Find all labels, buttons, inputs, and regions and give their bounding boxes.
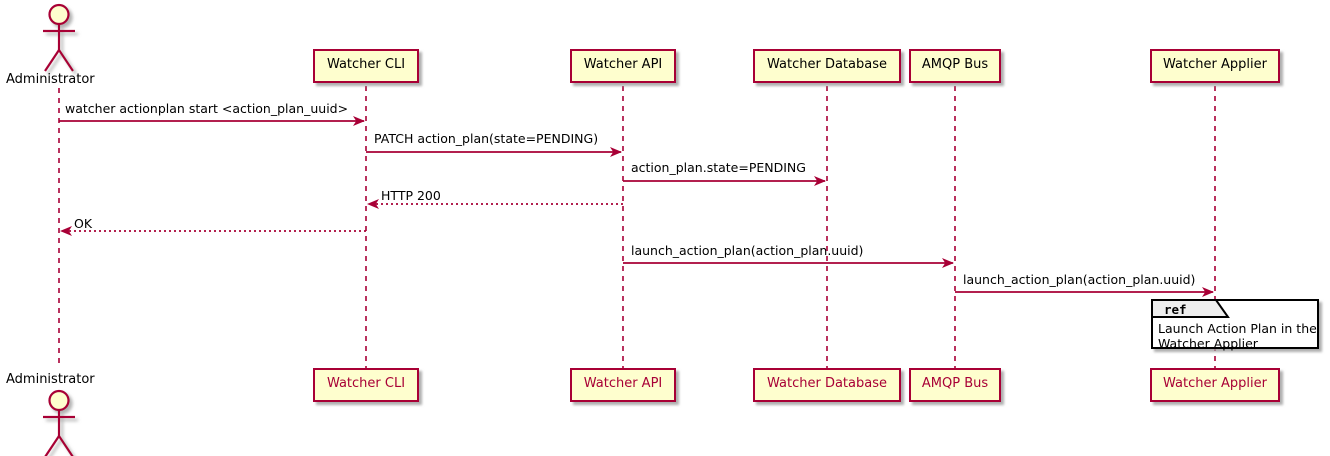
participant-box-watcher-applier-top[interactable] (1150, 49, 1280, 83)
participant-label-watcher-applier-bottom: Watcher Applier (1163, 376, 1267, 391)
participant-label-watcher-database-top: Watcher Database (767, 57, 887, 72)
message-label-3: action_plan.state=PENDING (631, 160, 806, 175)
participant-box-watcher-cli-top[interactable] (313, 49, 419, 83)
participant-label-amqp-bus-top: AMQP Bus (921, 57, 989, 72)
ref-fragment-body-line-1: Launch Action Plan in the (1158, 321, 1317, 336)
actor-figure-administrator-bottom (43, 389, 75, 456)
actor-label-administrator-bottom: Administrator (6, 372, 95, 387)
participant-boxes-group (313, 49, 1280, 402)
message-arrows-group (59, 116, 1214, 297)
participant-label-watcher-applier-top: Watcher Applier (1163, 57, 1267, 72)
actor-leg-right (58, 49, 74, 72)
message-label-4: HTTP 200 (381, 188, 441, 203)
message-label-2: PATCH action_plan(state=PENDING) (374, 131, 599, 146)
participant-label-watcher-api-top: Watcher API (583, 57, 663, 72)
ref-fragment-shape (1151, 299, 1319, 349)
actor-label-administrator-top: Administrator (6, 72, 95, 87)
participant-box-watcher-database-bottom[interactable] (753, 368, 901, 402)
actor-head-icon (48, 3, 70, 26)
participant-label-amqp-bus-bottom: AMQP Bus (921, 376, 989, 391)
actor-leg-left (44, 435, 60, 456)
participant-box-watcher-api-top[interactable] (570, 49, 676, 83)
actor-leg-right (58, 435, 74, 456)
participant-label-watcher-database-bottom: Watcher Database (767, 376, 887, 391)
participant-label-watcher-cli-top: Watcher CLI (326, 57, 406, 72)
actor-figure-administrator-top (43, 3, 75, 72)
participant-label-watcher-api-bottom: Watcher API (583, 376, 663, 391)
message-label-1: watcher actionplan start <action_plan_uu… (65, 101, 349, 116)
message-label-6: launch_action_plan(action_plan.uuid) (631, 243, 864, 258)
participant-box-watcher-api-bottom[interactable] (570, 368, 676, 402)
actor-head-icon (48, 389, 70, 412)
participant-box-watcher-cli-bottom[interactable] (313, 368, 419, 402)
actor-figures-group (43, 3, 75, 456)
message-label-7: launch_action_plan(action_plan.uuid) (963, 272, 1196, 287)
ref-fragment-title: ref (1164, 302, 1187, 317)
participant-box-amqp-bus-top[interactable] (909, 49, 1001, 83)
message-label-5: OK (74, 216, 93, 231)
participant-label-watcher-cli-bottom: Watcher CLI (326, 376, 406, 391)
ref-fragment-tab (1151, 299, 1230, 318)
ref-fragment-body-line-2: Watcher Applier (1158, 336, 1258, 351)
actor-leg-left (44, 49, 60, 72)
lifelines-group (58, 86, 1216, 369)
participant-box-watcher-database-top[interactable] (753, 49, 901, 83)
participant-box-amqp-bus-bottom[interactable] (909, 368, 1001, 402)
participant-box-watcher-applier-bottom[interactable] (1150, 368, 1280, 402)
